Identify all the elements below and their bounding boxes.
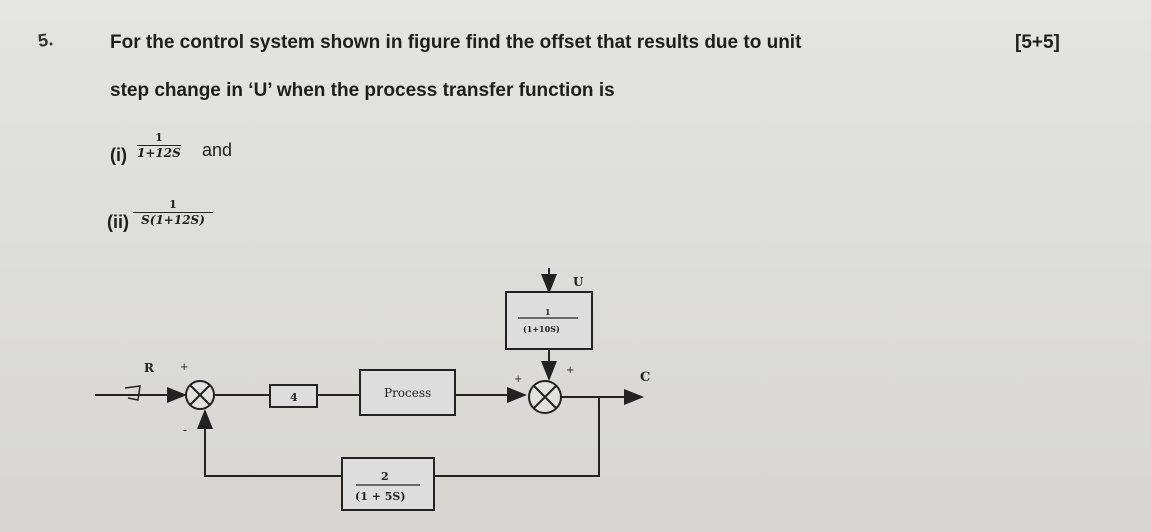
- input-label: R: [144, 361, 155, 375]
- feedback-block: [341, 457, 435, 511]
- process-label: Process: [384, 386, 431, 400]
- process-block: [359, 369, 456, 416]
- question-text-line2: step change in ‘U’ when the process tran…: [110, 80, 615, 101]
- option-1-label: (i): [110, 145, 127, 165]
- disturbance-numerator: 1: [545, 307, 551, 317]
- fraction-bar: [133, 212, 213, 213]
- option-2-fraction: 1 S(1+12S): [133, 198, 213, 228]
- fraction-bar: [137, 145, 181, 146]
- controller-gain: 4: [290, 391, 298, 404]
- sum1-minus-sign: -: [183, 423, 187, 437]
- sum2-plus-sign-left: +: [514, 374, 522, 385]
- sum1-plus-sign: +: [180, 362, 188, 373]
- option-1-fraction: 1 1+12S: [137, 131, 181, 161]
- question-text-line1: For the control system shown in figure f…: [110, 32, 802, 53]
- marks-label: [5+5]: [1015, 32, 1060, 53]
- option-2-label: (ii): [107, 212, 129, 232]
- disturbance-denominator: (1+10S): [523, 324, 560, 334]
- summing-junction-2: [528, 380, 562, 414]
- feedback-path: [430, 397, 600, 477]
- input-tick-mark: [124, 385, 141, 401]
- feedback-numerator: 2: [381, 470, 389, 483]
- disturbance-label: U: [573, 275, 584, 289]
- option-1-denominator: 1+12S: [137, 146, 181, 160]
- summing-junction-1: [185, 380, 215, 410]
- sum2-plus-sign-right: +: [566, 365, 574, 376]
- option-1-numerator: 1: [155, 131, 163, 144]
- feedback-denominator: (1 + 5S): [355, 490, 406, 503]
- option-2-numerator: 1: [169, 198, 177, 211]
- disturbance-block: [505, 291, 593, 350]
- option-1-suffix: and: [202, 140, 233, 160]
- output-label: C: [640, 370, 650, 385]
- option-2-denominator: S(1+12S): [141, 213, 205, 227]
